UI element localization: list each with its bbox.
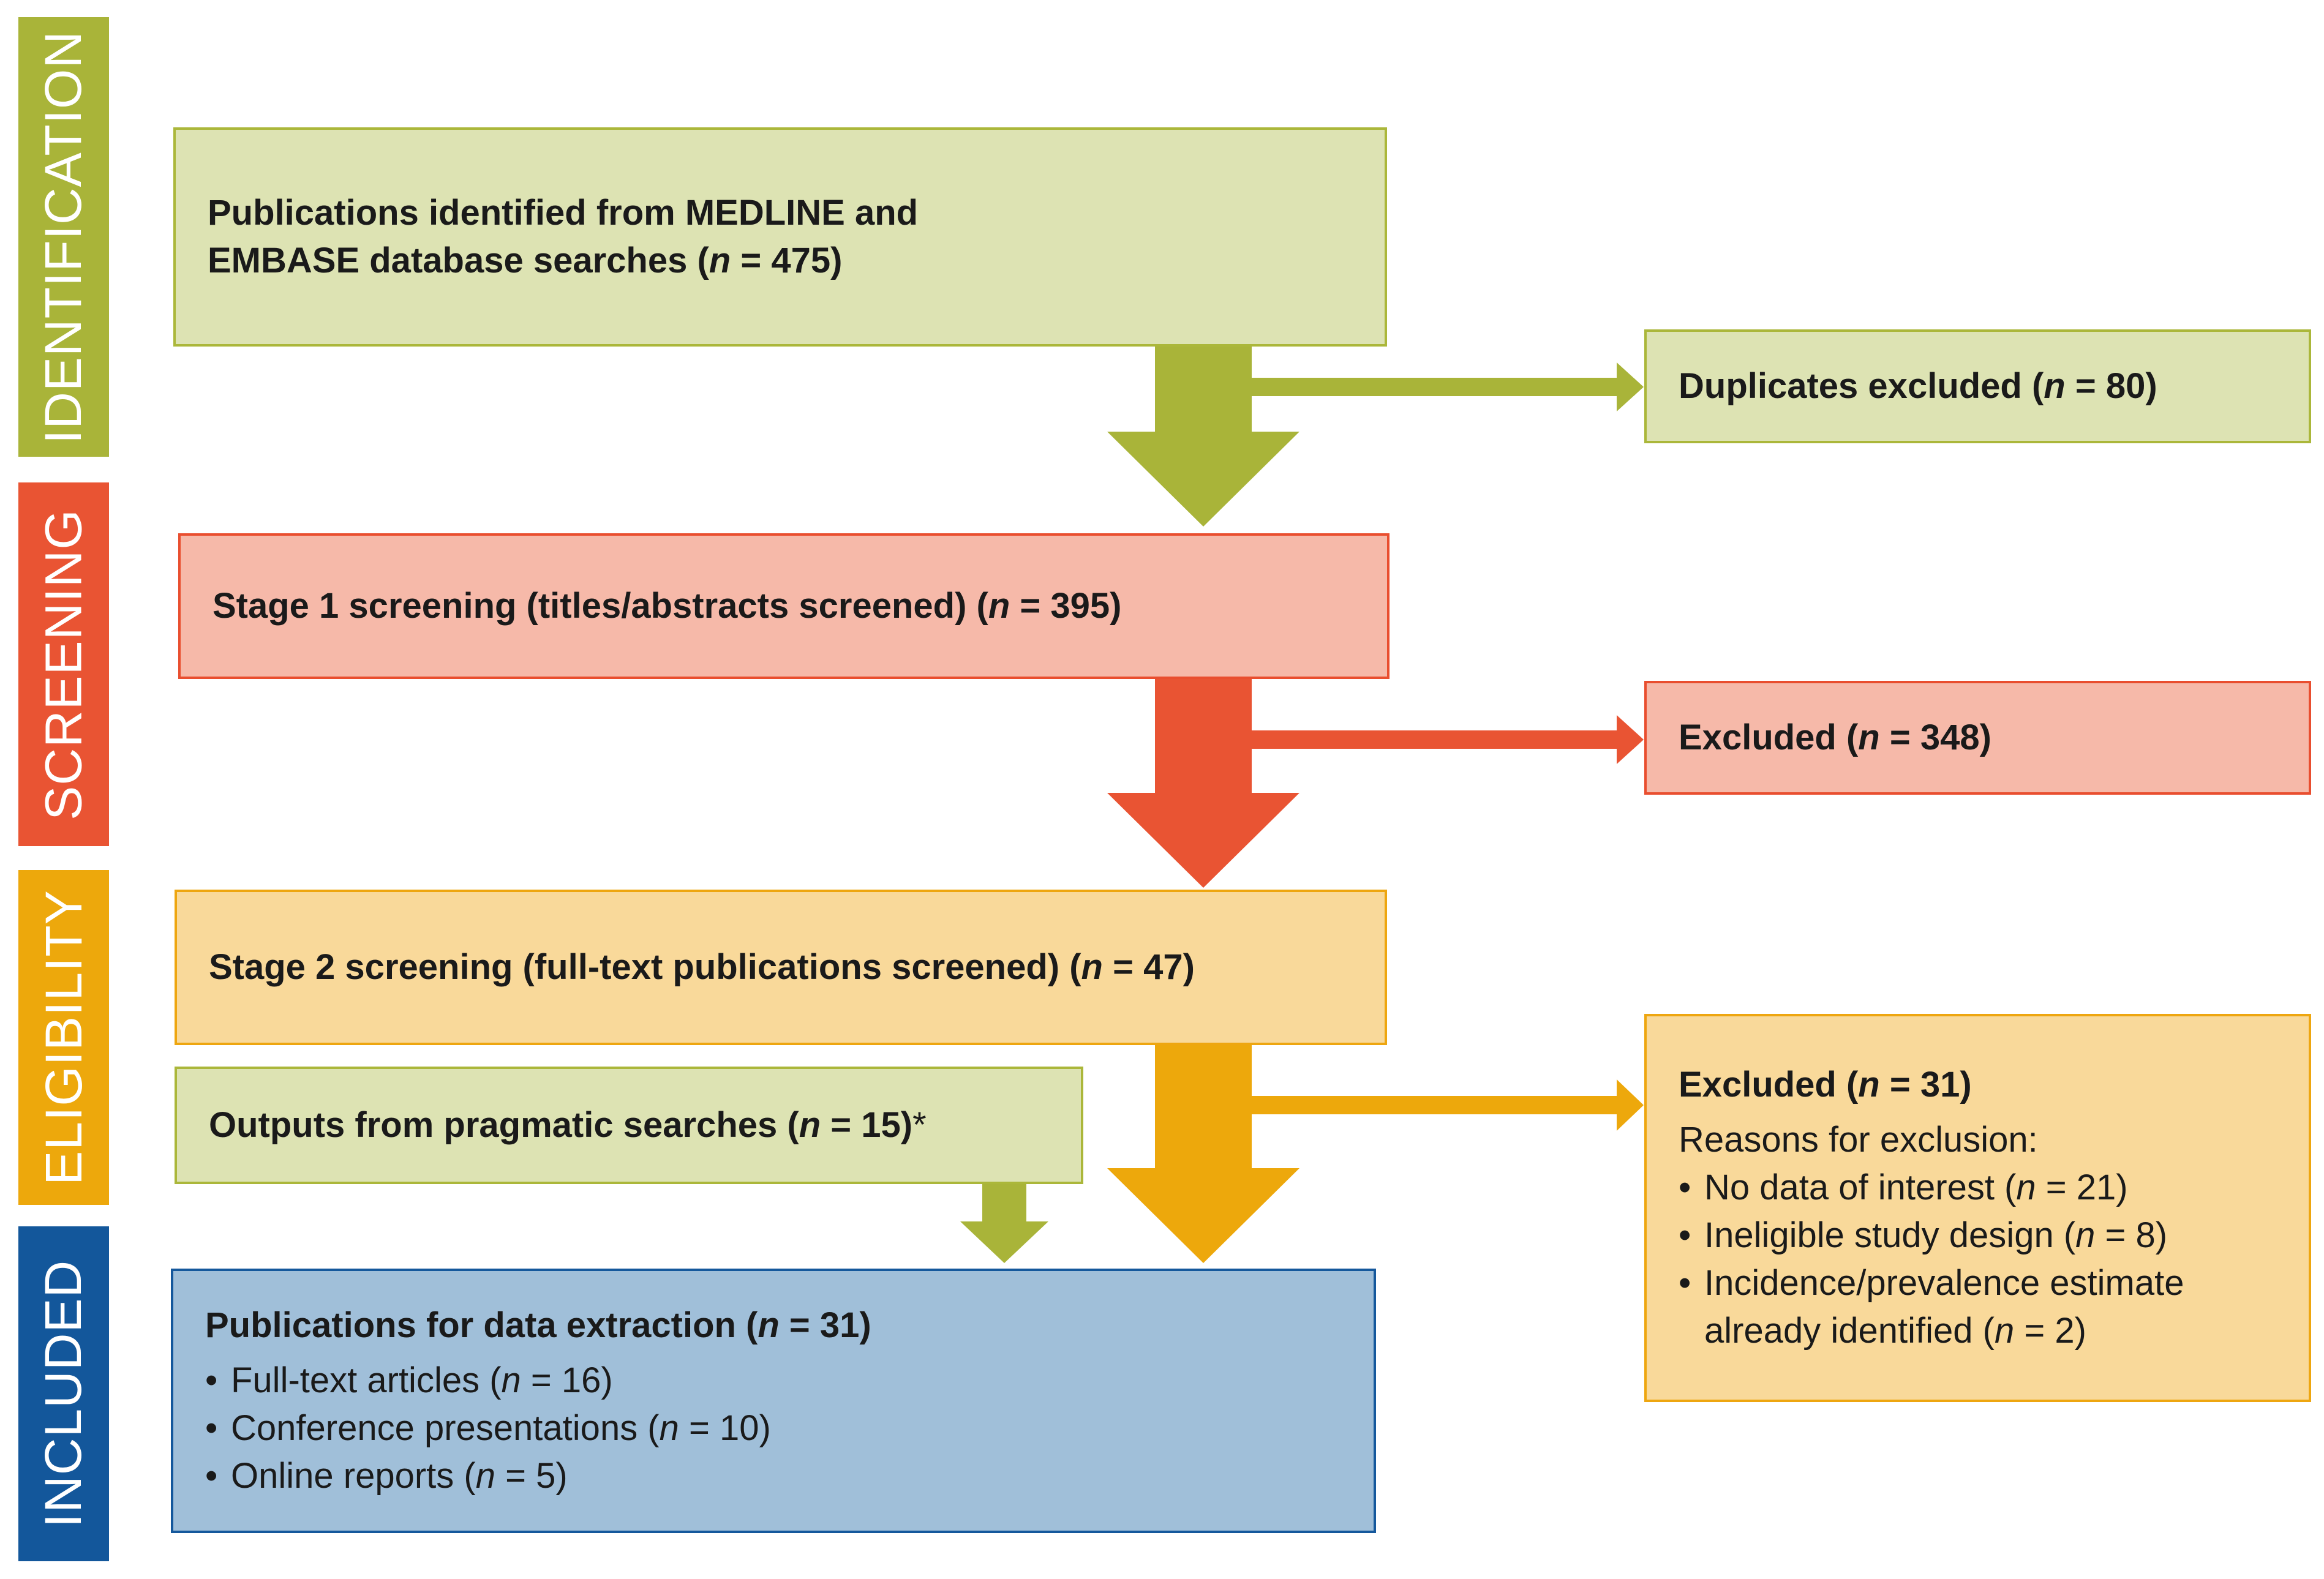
duplicates-excluded-box: Duplicates excluded (n = 80) bbox=[1644, 329, 2311, 443]
excluded-stage2-box: Excluded (n = 31) Reasons for exclusion:… bbox=[1644, 1014, 2311, 1402]
included-item: Full-text articles (n = 16) bbox=[205, 1357, 1342, 1405]
phase-identification-label: IDENTIFICATION bbox=[34, 30, 92, 444]
phase-screening-label: SCREENING bbox=[34, 508, 92, 820]
excluded-stage2-title: Excluded (n = 31) bbox=[1679, 1065, 1972, 1105]
phase-identification: IDENTIFICATION bbox=[18, 17, 109, 457]
duplicates-label: Duplicates excluded (n = 80) bbox=[1679, 366, 2157, 406]
included-publications-box: Publications for data extraction (n = 31… bbox=[171, 1269, 1376, 1533]
excluded-stage1-label: Excluded (n = 348) bbox=[1679, 718, 1991, 757]
stage1-screening-box: Stage 1 screening (titles/abstracts scre… bbox=[178, 533, 1390, 679]
phase-screening: SCREENING bbox=[18, 482, 109, 846]
pragmatic-label: Outputs from pragmatic searches (n = 15)… bbox=[209, 1105, 927, 1145]
phase-eligibility-label: ELIGIBILITY bbox=[34, 890, 92, 1185]
identification-arrows bbox=[1107, 344, 1644, 527]
exclusion-reason-item: No data of interest (n = 21) bbox=[1679, 1164, 2277, 1212]
included-title: Publications for data extraction (n = 31… bbox=[205, 1305, 871, 1345]
included-item: Online reports (n = 5) bbox=[205, 1452, 1342, 1500]
phase-included-label: INCLUDED bbox=[34, 1259, 92, 1528]
identified-line-1: Publications identified from MEDLINE and bbox=[208, 193, 919, 233]
arrow-to-duplicates bbox=[1252, 362, 1644, 411]
pragmatic-searches-box: Outputs from pragmatic searches (n = 15)… bbox=[175, 1067, 1083, 1184]
exclusion-reasons-label: Reasons for exclusion: bbox=[1679, 1120, 2038, 1160]
eligibility-arrows bbox=[1107, 1045, 1644, 1263]
identified-line-2: EMBASE database searches (n = 475) bbox=[208, 241, 843, 280]
stage2-label: Stage 2 screening (full-text publication… bbox=[209, 947, 1195, 987]
arrow-to-stage1 bbox=[1107, 344, 1299, 527]
arrow-to-included bbox=[1107, 1045, 1299, 1263]
exclusion-reason-item: Incidence/prevalence estimate already id… bbox=[1679, 1259, 2277, 1355]
phase-eligibility: ELIGIBILITY bbox=[18, 870, 109, 1205]
stage1-label: Stage 1 screening (titles/abstracts scre… bbox=[212, 586, 1122, 626]
arrow-pragmatic-to-included bbox=[960, 1183, 1048, 1263]
arrow-to-stage2 bbox=[1107, 678, 1299, 888]
footnote-mark: * bbox=[912, 1105, 927, 1145]
excluded-stage1-box: Excluded (n = 348) bbox=[1644, 681, 2311, 795]
stage2-screening-box: Stage 2 screening (full-text publication… bbox=[175, 890, 1387, 1045]
identified-records-box: Publications identified from MEDLINE and… bbox=[173, 127, 1387, 347]
phase-included: INCLUDED bbox=[18, 1226, 109, 1561]
exclusion-reason-item: Ineligible study design (n = 8) bbox=[1679, 1212, 2277, 1259]
included-item: Conference presentations (n = 10) bbox=[205, 1405, 1342, 1452]
arrow-to-excluded-31 bbox=[1252, 1079, 1644, 1131]
arrow-to-excluded-348 bbox=[1252, 715, 1644, 764]
screening-arrows bbox=[1107, 678, 1644, 888]
